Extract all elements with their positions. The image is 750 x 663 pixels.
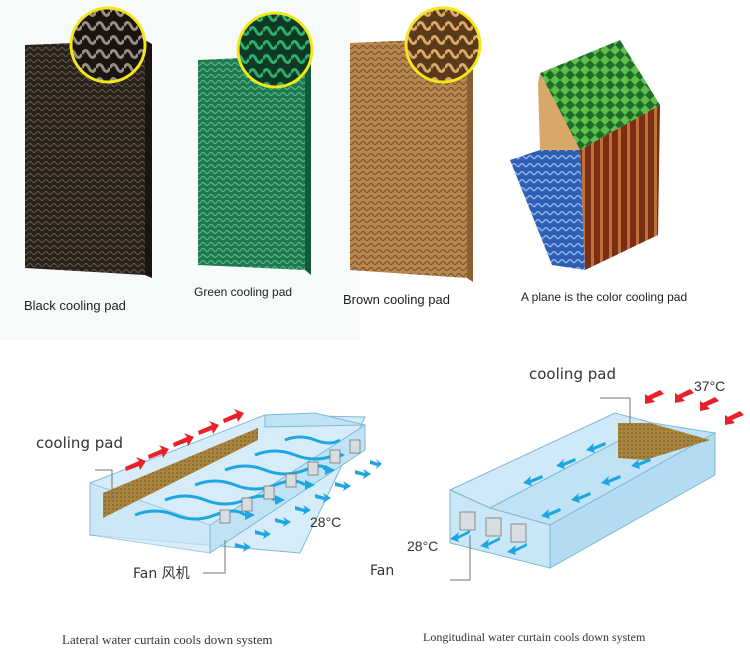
hot-air-arrow-icon (198, 421, 219, 435)
hot-air-arrow-icon (223, 409, 244, 423)
hot-air-arrow-icon (675, 389, 694, 403)
brown-pad-image (350, 38, 473, 282)
fan-icon (219, 509, 231, 524)
longitudinal-fans (459, 511, 527, 543)
green-pad-zoom-icon (236, 11, 314, 89)
green-pad-caption: Green cooling pad (194, 285, 293, 299)
longitudinal-caption: Longitudinal water curtain cools down sy… (423, 630, 646, 644)
cool-air-arrow-icon (507, 543, 527, 555)
cool-air-arrow-icon (571, 492, 591, 503)
longitudinal-exhaust-arrows (450, 530, 527, 555)
cool-air-arrow-icon (601, 475, 621, 486)
color-pad-image (510, 40, 660, 270)
green-pad-image (198, 55, 311, 275)
lateral-temp-out: 28°C (310, 514, 342, 530)
fan-icon (263, 485, 275, 500)
cool-air-arrow-icon (275, 517, 291, 527)
fan-icon (241, 497, 253, 512)
black-pad-caption: Black cooling pad (24, 298, 126, 313)
longitudinal-pad-label: cooling pad (529, 365, 616, 383)
cool-air-arrow-icon (355, 469, 371, 479)
lateral-caption: Lateral water curtain cools down system (62, 632, 273, 647)
brown-pad-caption: Brown cooling pad (343, 292, 450, 307)
fan-icon (307, 461, 319, 476)
lateral-fan-label: Fan 风机 (133, 566, 190, 582)
lateral-fans (219, 439, 361, 524)
color-pad-caption: A plane is the color cooling pad (521, 290, 688, 304)
longitudinal-temp-in: 37°C (694, 378, 726, 394)
cool-air-arrow-icon (586, 442, 606, 453)
hot-air-arrow-icon (125, 457, 146, 471)
hot-air-arrow-icon (148, 445, 169, 459)
cool-air-arrow-icon (295, 505, 311, 515)
longitudinal-fan-label: Fan (370, 563, 395, 579)
cool-air-arrow-icon (450, 530, 470, 542)
lateral-pad-label: cooling pad (36, 434, 123, 452)
hot-air-arrow-icon (645, 390, 664, 404)
cool-air-arrow-icon (370, 459, 382, 469)
fan-icon (510, 523, 527, 543)
fan-icon (485, 517, 502, 537)
cool-air-arrow-icon (631, 458, 651, 469)
fan-icon (459, 511, 476, 531)
cool-air-arrow-icon (480, 537, 500, 549)
lateral-exhaust-arrows (235, 459, 382, 552)
lateral-hot-air-arrows (125, 409, 244, 471)
longitudinal-hot-air-arrows (645, 389, 744, 425)
black-pad-image (25, 40, 152, 278)
hot-air-arrow-icon (725, 411, 744, 425)
black-pad-zoom-icon (69, 6, 147, 84)
cool-air-arrow-icon (523, 475, 543, 486)
cool-air-arrow-icon (335, 481, 351, 491)
cool-air-arrow-icon (235, 542, 251, 552)
lateral-cooling-pad (103, 428, 258, 518)
fan-icon (349, 439, 361, 454)
longitudinal-cooling-pad (618, 423, 710, 460)
cool-air-arrow-icon (315, 493, 331, 503)
cool-air-arrow-icon (255, 529, 271, 539)
fan-icon (285, 473, 297, 488)
cool-air-arrow-icon (556, 458, 576, 469)
longitudinal-temp-out: 28°C (407, 538, 439, 554)
fan-icon (329, 449, 341, 464)
hot-air-arrow-icon (700, 397, 719, 411)
cool-air-arrow-icon (541, 508, 561, 519)
brown-pad-zoom-icon (404, 6, 482, 84)
hot-air-arrow-icon (173, 433, 194, 447)
longitudinal-cool-air-arrows (523, 442, 651, 519)
